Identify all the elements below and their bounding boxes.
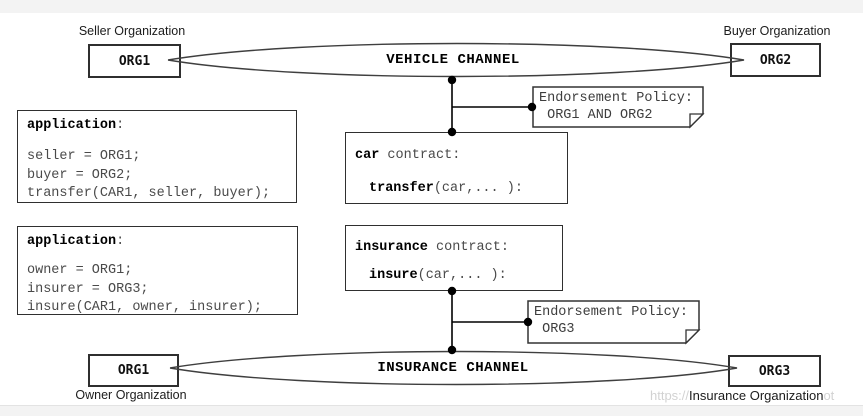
application-keyword: application (27, 234, 117, 249)
org2-buyer-box: ORG2 (730, 43, 821, 77)
application-box-insure: application: owner = ORG1; insurer = ORG… (17, 226, 298, 315)
insure-args: (car,... ): (417, 268, 507, 283)
endorsement-note1-text: Endorsement Policy: ORG1 AND ORG2 (539, 90, 693, 124)
blank-line (355, 165, 558, 179)
code-line-buyer: buyer = ORG2; (27, 167, 133, 183)
transfer-args: (car,... ): (433, 181, 523, 196)
insurance-contract-box: insurance contract: insure(car,... ): (345, 225, 563, 291)
seller-organization-label: Seller Organization (78, 24, 186, 38)
contract-text: contract: (379, 148, 461, 163)
transfer-keyword: transfer (369, 181, 434, 196)
org1-seller-label: ORG1 (118, 53, 151, 69)
watermark-url-prefix: https:// (650, 388, 690, 403)
car-contract-box: car contract: transfer(car,... ): (345, 132, 568, 204)
endorsement-note2-fold (685, 329, 701, 345)
insurer-label-row: https://Insurance Organizationot (650, 388, 834, 403)
insurance-organization-label: Insurance Organization (689, 388, 824, 403)
code-line-transfer-call: transfer(CAR1, seller, buyer); (27, 186, 271, 202)
insurance-keyword: insurance (355, 240, 428, 255)
junction-dot (447, 345, 457, 355)
insure-keyword: insure (369, 268, 418, 283)
page-margin-bottom (0, 405, 863, 416)
org1-seller-box: ORG1 (88, 44, 181, 78)
application-keyword: application (27, 118, 117, 133)
code-line-owner: owner = ORG1; (27, 263, 133, 278)
code-line-seller: seller = ORG1; (27, 149, 141, 164)
junction-dot (527, 102, 537, 112)
code-line-insurer: insurer = ORG3; (27, 281, 149, 297)
car-contract-heading: car contract: (355, 146, 558, 165)
insure-function-line: insure(car,... ): (355, 266, 553, 285)
blank-line (27, 251, 288, 262)
transfer-function-line: transfer(car,... ): (355, 179, 558, 198)
org3-insurer-label: ORG3 (758, 363, 791, 379)
contract-text: contract: (427, 240, 509, 255)
vehicle-channel-title: VEHICLE CHANNEL (386, 52, 520, 68)
application-heading: application: (27, 232, 288, 251)
insurance-contract-heading: insurance contract: (355, 238, 553, 257)
owner-organization-label: Owner Organization (75, 388, 187, 402)
endorsement-note2-text: Endorsement Policy: ORG3 (534, 304, 688, 338)
endorsement2-line2: ORG3 (534, 322, 575, 337)
org1-owner-box: ORG1 (88, 354, 179, 387)
watermark-url-suffix: ot (823, 388, 835, 403)
application-box-transfer: application: seller = ORG1; buyer = ORG2… (17, 110, 297, 203)
blank-line (355, 257, 553, 266)
junction-dot (523, 317, 533, 327)
blank-line (27, 135, 287, 148)
endorsement1-line1: Endorsement Policy: (539, 91, 693, 106)
org1-owner-label: ORG1 (117, 363, 150, 378)
org3-insurer-box: ORG3 (728, 355, 821, 387)
application-heading: application: (27, 116, 287, 135)
insurance-channel-title: INSURANCE CHANNEL (377, 360, 529, 376)
code-line-insure-call: insure(CAR1, owner, insurer); (27, 300, 262, 316)
junction-dot (447, 75, 457, 85)
page-margin-top (0, 0, 863, 13)
endorsement2-line1: Endorsement Policy: (534, 305, 688, 320)
car-keyword: car (355, 148, 380, 163)
org2-buyer-label: ORG2 (759, 52, 792, 68)
endorsement1-line2: ORG1 AND ORG2 (539, 108, 653, 123)
application-colon: : (116, 234, 125, 249)
buyer-organization-label: Buyer Organization (723, 24, 831, 38)
application-colon: : (116, 118, 125, 133)
